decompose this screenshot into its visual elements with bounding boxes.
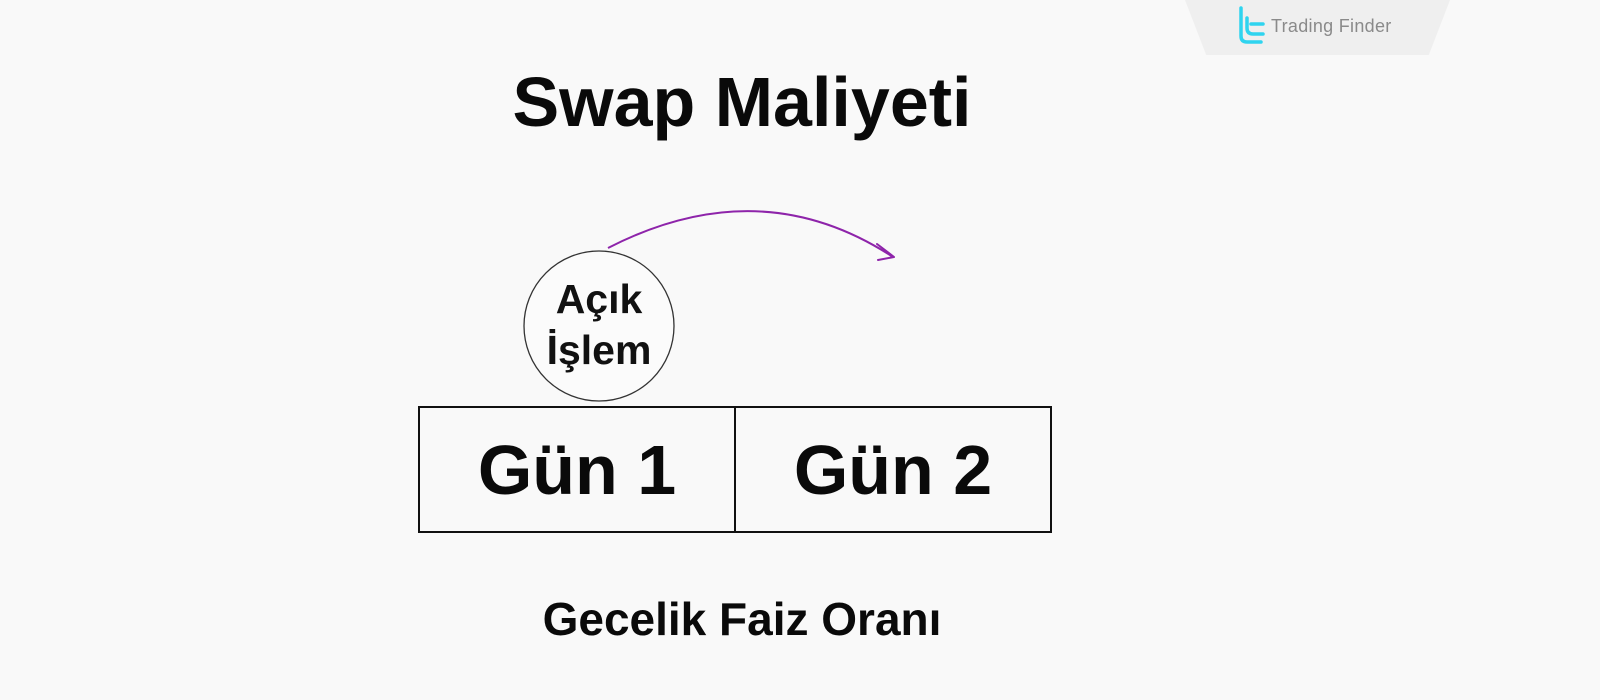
open-trade-label: Açık İşlem: [524, 274, 674, 376]
brand-tab: [1185, 0, 1450, 55]
days-table: Gün 1 Gün 2: [418, 406, 1052, 533]
day-1-cell: Gün 1: [477, 430, 677, 509]
arrow-head-icon: [876, 243, 895, 261]
open-trade-circle: [523, 250, 675, 402]
open-trade-line2: İşlem: [546, 327, 652, 373]
open-trade-line1: Açık: [555, 276, 643, 322]
tf-logo-icon: [1239, 6, 1265, 44]
page-title: Swap Maliyeti: [512, 63, 972, 141]
brand-name: Trading Finder: [1271, 16, 1392, 36]
day-2-cell: Gün 2: [734, 408, 1050, 531]
rollover-arrow: [607, 210, 894, 258]
caption: Gecelik Faiz Oranı: [542, 593, 942, 645]
